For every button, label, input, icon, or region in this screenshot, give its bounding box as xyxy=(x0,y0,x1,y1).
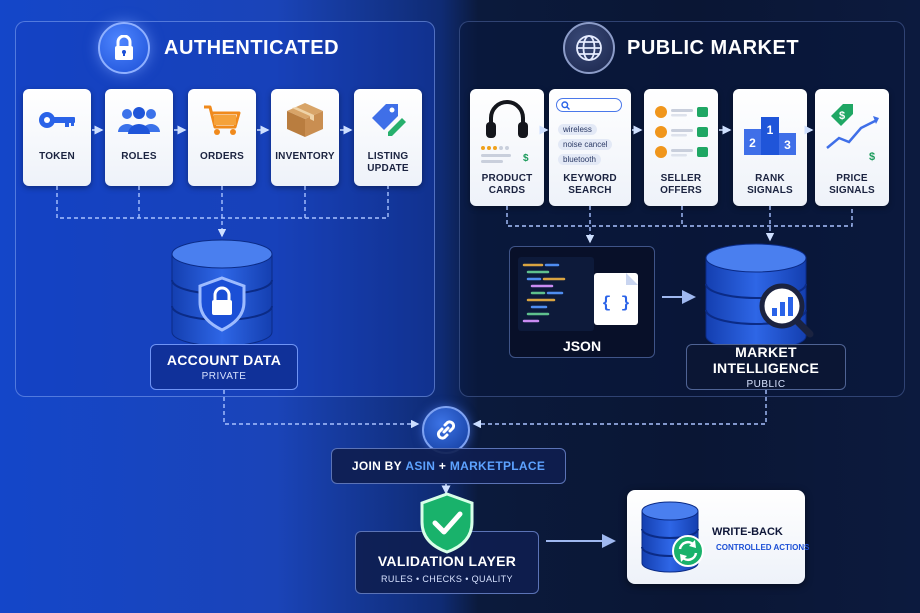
offers-list-icon xyxy=(644,89,718,173)
write-back-subtitle: CONTROLLED ACTIONS xyxy=(716,543,810,552)
podium-icon: 2 1 3 xyxy=(733,89,807,173)
source-label: PRODUCT CARDS xyxy=(481,173,533,196)
step-label: ORDERS xyxy=(200,151,244,162)
authenticated-title: AUTHENTICATED xyxy=(164,37,340,59)
validation-title: VALIDATION LAYER xyxy=(377,553,517,569)
step-orders[interactable]: ORDERS xyxy=(188,89,256,186)
join-prefix: JOIN BY xyxy=(351,459,406,473)
star-rating xyxy=(481,146,509,150)
join-key-marketplace: MARKETPLACE xyxy=(449,459,546,473)
globe-icon xyxy=(563,22,615,74)
search-icon xyxy=(561,101,570,110)
source-seller-offers[interactable]: SELLER OFFERS xyxy=(644,89,718,206)
json-file-icon: { } xyxy=(594,273,638,325)
svg-text:2: 2 xyxy=(749,136,756,150)
tag-edit-icon xyxy=(368,89,408,151)
svg-text:1: 1 xyxy=(767,123,774,137)
source-label: PRICE SIGNALS xyxy=(829,173,875,196)
svg-text:{ }: { } xyxy=(602,294,631,312)
source-keyword-search[interactable]: wireless noise cancel bluetooth KEYWORD … xyxy=(549,89,631,206)
svg-text:3: 3 xyxy=(784,138,791,152)
public-market-title: PUBLIC MARKET xyxy=(627,37,800,59)
keyword-chip: bluetooth xyxy=(558,154,601,165)
step-label: TOKEN xyxy=(39,151,75,162)
join-box: JOIN BY ASIN + MARKETPLACE xyxy=(331,448,566,484)
market-intelligence-box: MARKET INTELLIGENCE PUBLIC xyxy=(686,344,846,390)
source-product-cards[interactable]: $ PRODUCT CARDS xyxy=(470,89,544,206)
svg-text:$: $ xyxy=(839,110,845,122)
svg-text:$: $ xyxy=(523,153,529,164)
step-label: LISTING UPDATE xyxy=(367,151,409,174)
box-icon xyxy=(285,89,325,151)
validation-subtitle: RULES • CHECKS • QUALITY xyxy=(381,574,513,584)
key-icon xyxy=(37,89,77,151)
source-label: RANK SIGNALS xyxy=(747,173,793,196)
step-label: ROLES xyxy=(121,151,157,162)
link-icon xyxy=(422,406,470,454)
keyword-chip: noise cancel xyxy=(558,139,613,150)
step-token[interactable]: TOKEN xyxy=(23,89,91,186)
market-intelligence-title: MARKET INTELLIGENCE xyxy=(712,344,820,376)
shield-check-icon xyxy=(420,492,474,554)
account-data-title: ACCOUNT DATA xyxy=(166,352,282,368)
account-data-box: ACCOUNT DATA PRIVATE xyxy=(150,344,298,390)
magnifier-chart-icon xyxy=(759,283,814,338)
sync-icon xyxy=(672,535,704,567)
step-listing-update[interactable]: LISTING UPDATE xyxy=(354,89,422,186)
write-back-title: WRITE-BACK xyxy=(712,526,783,538)
source-label: SELLER OFFERS xyxy=(660,173,702,196)
cart-icon xyxy=(202,89,242,151)
market-database-icon xyxy=(705,243,814,351)
json-label: JSON xyxy=(562,338,602,354)
headphones-icon: $ xyxy=(470,89,544,173)
price-chart-icon: $ $ xyxy=(815,89,889,173)
code-editor-icon xyxy=(518,257,594,331)
users-icon xyxy=(117,89,161,151)
account-database-icon xyxy=(171,239,273,347)
keyword-chip: wireless xyxy=(558,124,597,135)
source-label: KEYWORD SEARCH xyxy=(563,173,617,196)
join-key-asin: ASIN xyxy=(405,459,436,473)
step-roles[interactable]: ROLES xyxy=(105,89,173,186)
source-rank-signals[interactable]: 2 1 3 RANK SIGNALS xyxy=(733,89,807,206)
json-panel: { } xyxy=(509,246,655,358)
search-input[interactable] xyxy=(556,98,622,112)
source-price-signals[interactable]: $ $ PRICE SIGNALS xyxy=(815,89,889,206)
join-plus: + xyxy=(435,459,450,473)
lock-icon xyxy=(98,22,150,74)
step-label: INVENTORY xyxy=(275,151,335,162)
account-data-subtitle: PRIVATE xyxy=(201,371,247,382)
svg-text:$: $ xyxy=(869,151,875,163)
market-intelligence-subtitle: PUBLIC xyxy=(746,379,786,390)
write-back-database-icon xyxy=(641,501,704,573)
step-inventory[interactable]: INVENTORY xyxy=(271,89,339,186)
